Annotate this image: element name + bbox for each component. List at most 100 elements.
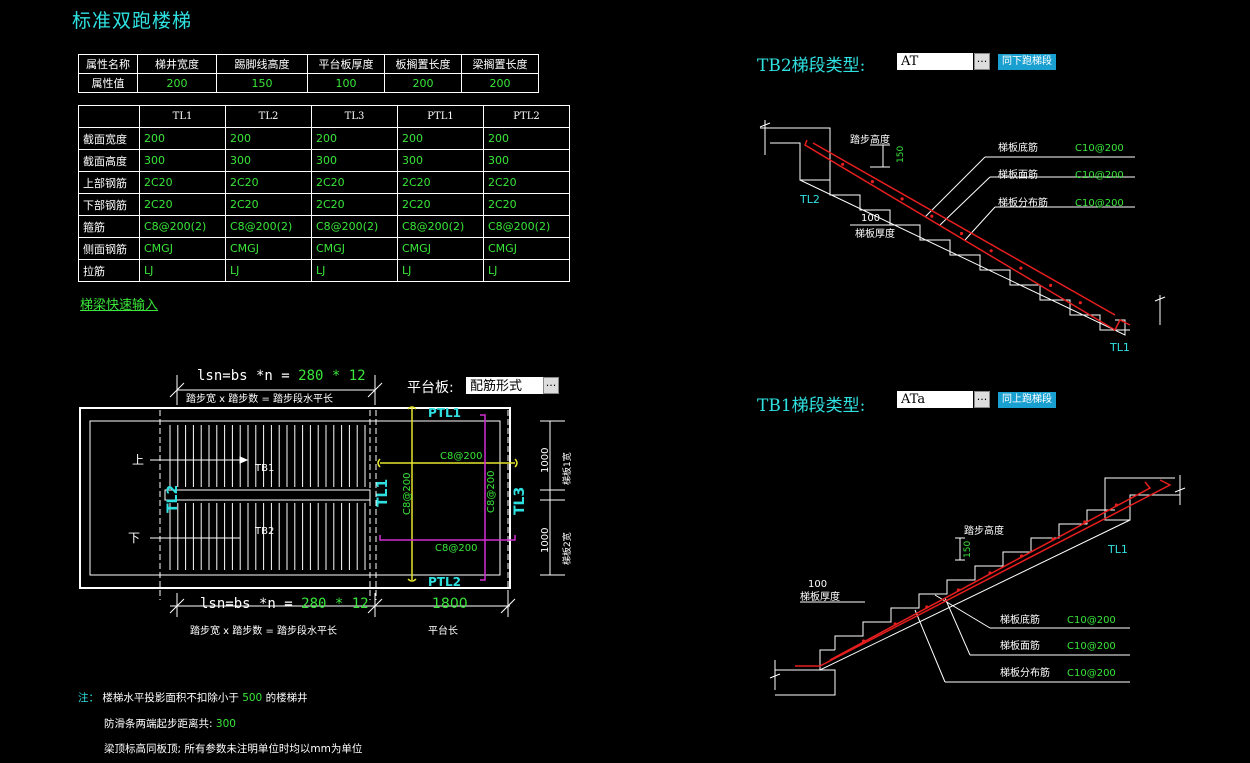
props-value-cell[interactable]: 100 <box>307 73 385 93</box>
rebar-bottom-label: C8@200 <box>435 543 477 554</box>
beam-value-cell[interactable]: LJ <box>225 259 312 282</box>
beam-value-cell[interactable]: C8@200(2) <box>483 215 570 238</box>
beam-value-cell[interactable]: 2C20 <box>139 171 226 194</box>
beam-value-cell[interactable]: C8@200(2) <box>397 215 484 238</box>
platform-length-value: 1800 <box>432 596 468 612</box>
down-label: 下 <box>128 531 140 545</box>
rebar-dot <box>1114 503 1118 507</box>
tb1-type-select[interactable]: ATa <box>897 391 973 408</box>
beam-value-cell[interactable]: C8@200(2) <box>225 215 312 238</box>
platform-board-more-button[interactable]: ··· <box>543 377 559 394</box>
beam-value-cell[interactable]: 300 <box>397 149 484 172</box>
beam-value-cell[interactable]: C8@200(2) <box>139 215 226 238</box>
tb1-slab-bottom <box>819 519 1131 671</box>
tb1-more-button[interactable]: ··· <box>974 391 990 408</box>
tb2-type-select[interactable]: AT <box>897 53 973 70</box>
quick-input-link[interactable]: 梯梁快速输入 <box>80 298 159 313</box>
bottom-formula: lsn=bs *n = 280 * 12 <box>200 596 369 612</box>
tb2-top-bar-label: 梯板面筋 <box>998 168 1038 181</box>
tb2-tl1-label: TL1 <box>1109 341 1130 354</box>
beam-row-label: 箍筋 <box>78 215 140 238</box>
beam-value-cell[interactable]: 300 <box>139 149 226 172</box>
props-header-cell: 板搁置长度 <box>384 54 462 74</box>
props-value-cell[interactable]: 150 <box>216 73 308 93</box>
tb2-leader <box>924 156 986 218</box>
beam-value-cell[interactable]: 200 <box>225 127 312 150</box>
props-value-cell[interactable]: 200 <box>461 73 539 93</box>
platform-board-select[interactable]: 配筋形式 <box>466 377 544 394</box>
inner-wall <box>89 420 501 576</box>
ptl1-label: PTL1 <box>428 406 461 420</box>
beam-value-cell[interactable]: CMGJ <box>225 237 312 260</box>
tb1-same-as-upper-button[interactable]: 同上跑梯段 <box>998 392 1056 408</box>
properties-header-row: 属性名称 梯井宽度 踢脚线高度 平台板厚度 板搁置长度 梁搁置长度 <box>78 54 539 74</box>
tb2-section-drawing: 踏步高度 150 100 梯板厚度 梯板底筋 C10@200 梯板面筋 C10@… <box>759 120 1166 354</box>
tb1-type-label: TB1梯段类型: <box>757 396 866 416</box>
tb1-dist-bar-label: 梯板分布筋 <box>1000 666 1050 679</box>
rebar-dot <box>1020 554 1024 558</box>
beam-value-cell[interactable]: CMGJ <box>311 237 398 260</box>
width2-label: 梯板2宽 <box>561 532 573 565</box>
top-formula-prefix: lsn=bs *n = <box>197 368 299 384</box>
beam-value-cell[interactable]: 200 <box>311 127 398 150</box>
note-line-3: 梁顶标高同板顶; 所有参数未注明单位时均以mm为单位 <box>104 743 363 755</box>
beam-value-cell[interactable]: 2C20 <box>225 171 312 194</box>
beam-value-cell[interactable]: 2C20 <box>225 193 312 216</box>
bottom-formula-value: 280 * 12 <box>301 596 369 612</box>
ptl2-label: PTL2 <box>428 575 461 589</box>
rebar-dot <box>930 214 934 218</box>
tb1-step-height-value: 150 <box>963 541 973 558</box>
rebar-dot <box>900 197 904 201</box>
beam-value-cell[interactable]: CMGJ <box>483 237 570 260</box>
tb1-rebar-bottom <box>795 479 1172 667</box>
beam-header-row: TL1 TL2 TL3 PTL1 PTL2 <box>78 105 570 128</box>
platform-length-label: 平台长 <box>428 626 458 637</box>
beam-row-label: 下部钢筋 <box>78 193 140 216</box>
beam-value-cell[interactable]: LJ <box>311 259 398 282</box>
tb2-more-button[interactable]: ··· <box>974 53 990 70</box>
tb2-top-beam <box>760 127 831 181</box>
rebar-right-label: C8@200 <box>486 471 497 513</box>
beam-value-cell[interactable]: 2C20 <box>483 171 570 194</box>
beam-value-cell[interactable]: 300 <box>483 149 570 172</box>
beam-value-cell[interactable]: LJ <box>397 259 484 282</box>
beam-value-cell[interactable]: CMGJ <box>139 237 226 260</box>
beam-value-cell[interactable]: 2C20 <box>311 171 398 194</box>
beam-value-cell[interactable]: 300 <box>311 149 398 172</box>
beam-value-cell[interactable]: 2C20 <box>397 193 484 216</box>
tb2-step-height-label: 踏步高度 <box>850 133 890 146</box>
tl3-plan-label: TL3 <box>512 487 528 515</box>
beam-value-cell[interactable]: 200 <box>139 127 226 150</box>
beam-row-label: 截面宽度 <box>78 127 140 150</box>
beam-value-cell[interactable]: 2C20 <box>139 193 226 216</box>
beam-value-cell[interactable]: 2C20 <box>397 171 484 194</box>
rebar-dot <box>988 571 992 575</box>
props-value-cell[interactable]: 200 <box>384 73 462 93</box>
stair-well <box>164 489 371 501</box>
tb2-same-as-lower-button[interactable]: 同下跑梯段 <box>998 54 1056 70</box>
beam-value-cell[interactable]: 2C20 <box>483 193 570 216</box>
rebar-dot <box>1078 301 1082 305</box>
tb1-thickness-value: 100 <box>808 579 827 590</box>
beam-value-cell[interactable]: LJ <box>483 259 570 282</box>
beam-value-cell[interactable]: 200 <box>483 127 570 150</box>
beam-value-cell[interactable]: C8@200(2) <box>311 215 398 238</box>
top-formula: lsn=bs *n = 280 * 12 <box>197 368 366 384</box>
width1-label: 梯板1宽 <box>561 452 573 485</box>
up-label: 上 <box>132 453 144 467</box>
properties-value-row: 属性值 200 150 100 200 200 <box>78 73 539 93</box>
beam-value-cell[interactable]: CMGJ <box>397 237 484 260</box>
rebar-dot <box>989 249 993 253</box>
props-value-cell[interactable]: 200 <box>137 73 217 93</box>
note-line1-a: 楼梯水平投影面积不扣除小于 <box>102 692 239 704</box>
up-arrow-head <box>239 456 249 464</box>
beam-value-cell[interactable]: 2C20 <box>311 193 398 216</box>
beam-value-cell[interactable]: 200 <box>397 127 484 150</box>
beam-value-cell[interactable]: 300 <box>225 149 312 172</box>
beam-value-cell[interactable]: LJ <box>139 259 226 282</box>
tb1-steps <box>834 509 1115 650</box>
